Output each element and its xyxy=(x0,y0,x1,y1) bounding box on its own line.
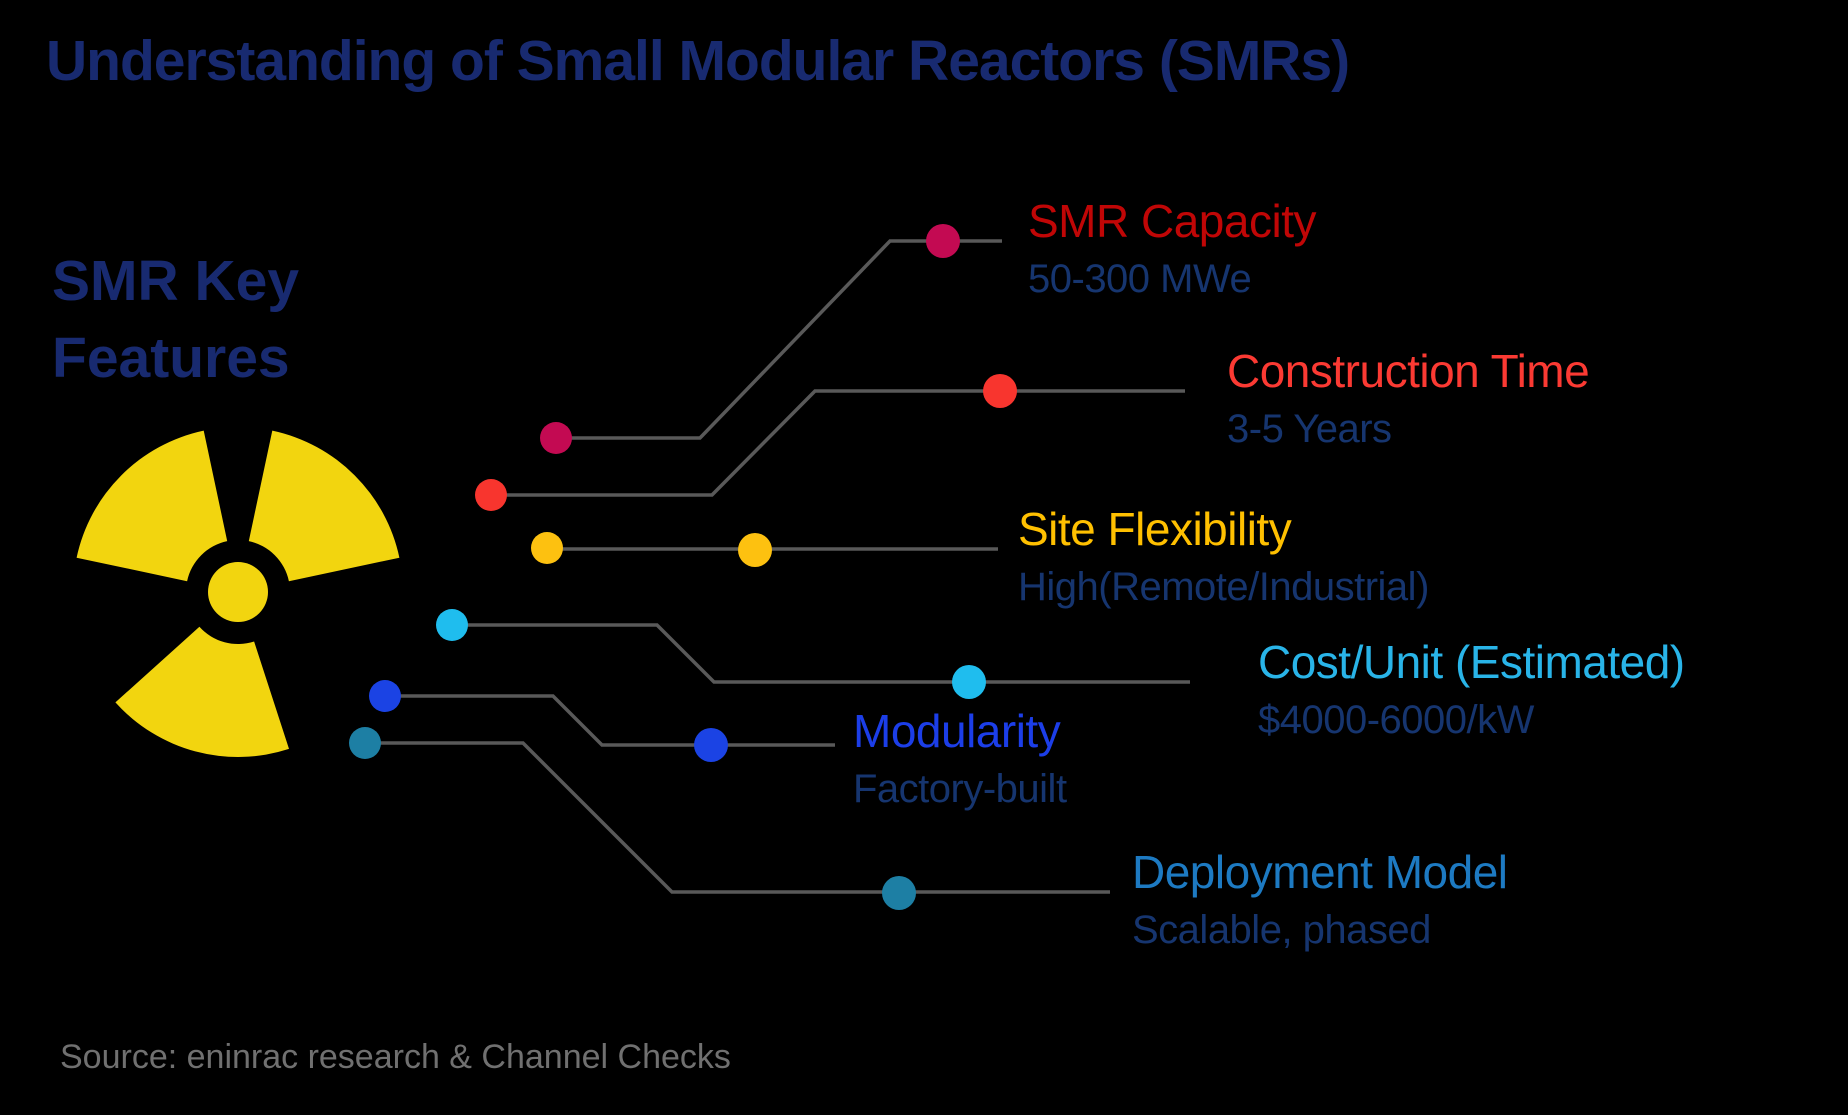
diagram-label: SMR Key Features xyxy=(52,249,300,390)
dot-modularity-inner xyxy=(369,680,401,712)
feature-title: Deployment Model xyxy=(1132,846,1508,898)
feature-title: SMR Capacity xyxy=(1028,195,1316,247)
dot-smr-capacity-outer xyxy=(926,224,960,258)
feature-dots-inner xyxy=(349,422,572,759)
page-title: Understanding of Small Modular Reactors … xyxy=(46,29,1350,93)
feature-title: Site Flexibility xyxy=(1018,503,1292,555)
dot-modularity-outer xyxy=(694,728,728,762)
feature-value: High(Remote/Industrial) xyxy=(1018,565,1429,609)
trefoil-blade-bottom xyxy=(115,626,290,757)
source-attribution: Source: eninrac research & Channel Check… xyxy=(60,1038,731,1076)
dot-construction-time-outer xyxy=(983,374,1017,408)
connector-smr-capacity xyxy=(556,239,1002,440)
feature-value: 3-5 Years xyxy=(1227,407,1392,451)
dot-smr-capacity-inner xyxy=(540,422,572,454)
feature-title: Cost/Unit (Estimated) xyxy=(1258,636,1685,688)
feature-value: $4000-6000/kW xyxy=(1258,698,1534,742)
dot-site-flexibility-inner xyxy=(531,532,563,564)
feature-modularity: Modularity Factory-built xyxy=(853,706,1067,812)
trefoil-blade-top-right xyxy=(248,430,400,582)
feature-value: Factory-built xyxy=(853,767,1067,811)
trefoil-center-circle xyxy=(208,562,268,622)
connector-construction-time xyxy=(491,389,1185,497)
feature-value: 50-300 MWe xyxy=(1028,257,1252,301)
feature-value: Scalable, phased xyxy=(1132,908,1431,952)
feature-site-flexibility: Site Flexibility High(Remote/Industrial) xyxy=(1018,504,1429,610)
feature-title: Construction Time xyxy=(1227,345,1590,397)
connector-cost-unit xyxy=(452,623,1190,684)
dot-deployment-model-outer xyxy=(882,876,916,910)
dot-deployment-model-inner xyxy=(349,727,381,759)
feature-dots-outer xyxy=(694,224,1017,910)
dot-cost-unit-outer xyxy=(952,665,986,699)
trefoil-blade-top-left xyxy=(76,430,228,582)
feature-smr-capacity: SMR Capacity 50-300 MWe xyxy=(1028,196,1316,302)
dot-cost-unit-inner xyxy=(436,609,468,641)
feature-cost-unit: Cost/Unit (Estimated) $4000-6000/kW xyxy=(1258,637,1685,743)
feature-deployment-model: Deployment Model Scalable, phased xyxy=(1132,847,1508,953)
connector-modularity xyxy=(385,694,835,747)
dot-site-flexibility-outer xyxy=(738,533,772,567)
dot-construction-time-inner xyxy=(475,479,507,511)
feature-title: Modularity xyxy=(853,705,1061,757)
feature-construction-time: Construction Time 3-5 Years xyxy=(1227,345,1590,452)
radiation-trefoil-icon xyxy=(76,430,400,757)
